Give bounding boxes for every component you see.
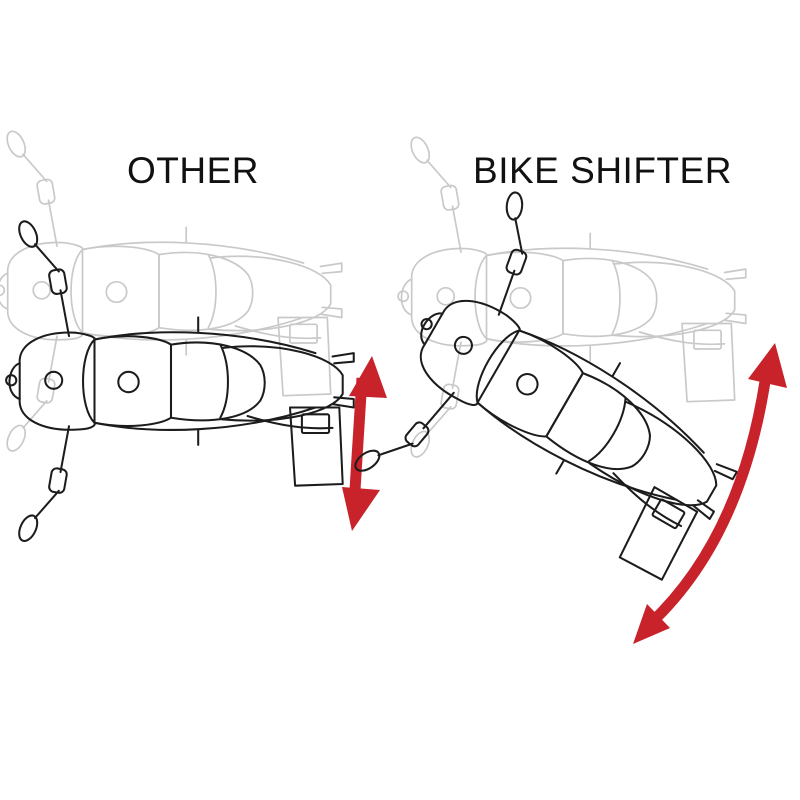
curved-double-arrow bbox=[633, 343, 787, 644]
panel-title-other: OTHER bbox=[127, 150, 259, 191]
panel-title-bike-shifter: BIKE SHIFTER bbox=[473, 150, 732, 191]
motorcycle-left bbox=[5, 217, 355, 545]
ghost-motorcycle-right bbox=[397, 133, 747, 461]
straight-double-arrow bbox=[342, 356, 387, 531]
motorcycle-right-rotated bbox=[339, 180, 800, 638]
